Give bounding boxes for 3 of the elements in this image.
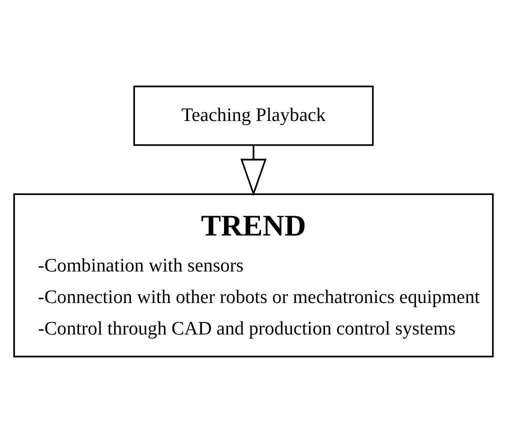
node-box: Teaching Playback (133, 86, 374, 146)
node-box: TREND -Combination with sensors -Connection with other robots or mechatronics equipment -Control through CAD and production control systems (13, 193, 494, 358)
arrow (240, 145, 267, 196)
